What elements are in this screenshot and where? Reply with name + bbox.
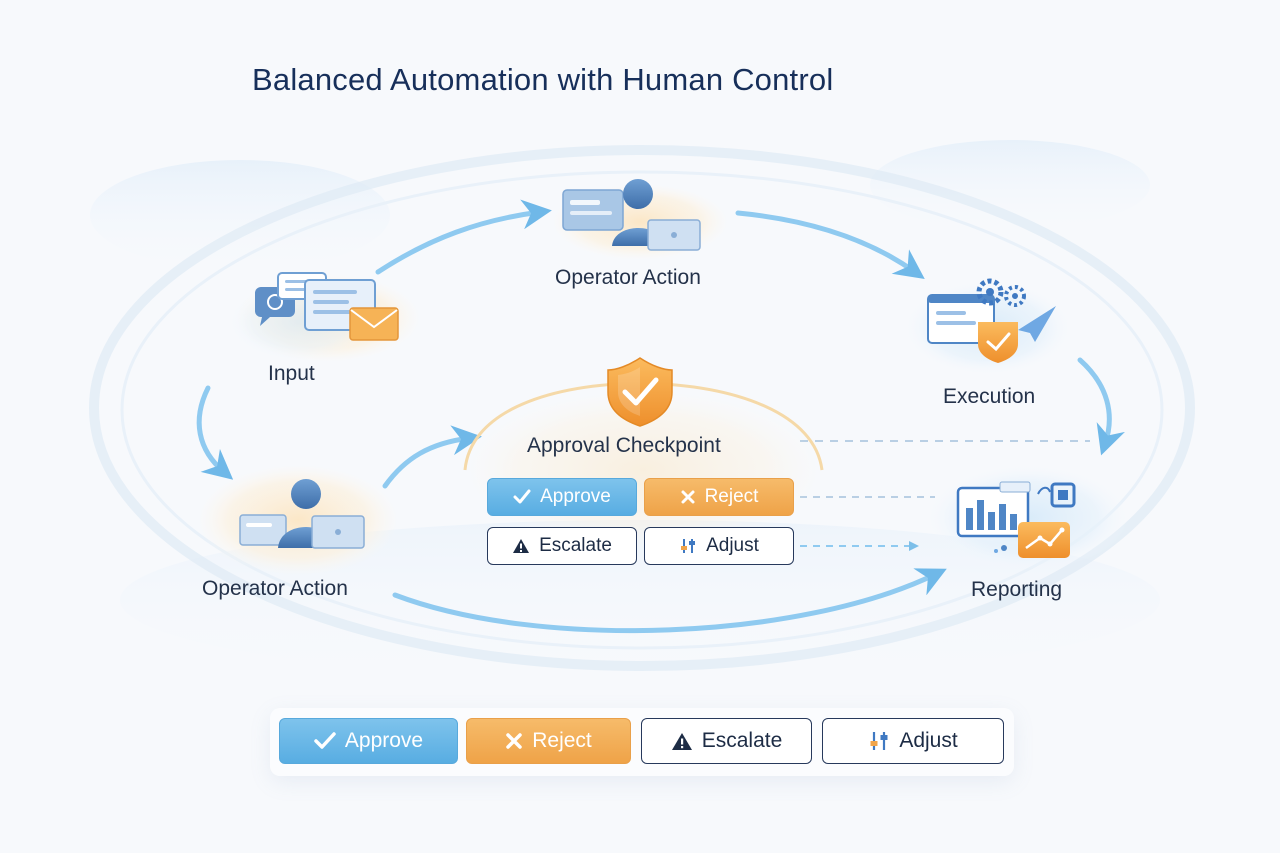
- escalate-label: Escalate: [701, 729, 783, 752]
- checkpoint-escalate-label: Escalate: [539, 535, 612, 556]
- reject-label: Reject: [532, 729, 592, 752]
- warning-icon: [512, 538, 530, 554]
- input-illustration: [230, 272, 420, 362]
- checkpoint-shield-icon: [607, 357, 673, 427]
- approve-label: Approve: [344, 729, 424, 752]
- execution-illustration: [906, 278, 1070, 374]
- x-icon: [680, 489, 696, 505]
- sliders-icon: [868, 730, 890, 752]
- checkpoint-approve-label: Approve: [540, 486, 611, 507]
- checkpoint-adjust-label: Adjust: [706, 535, 759, 556]
- checkpoint-reject-label: Reject: [704, 486, 759, 507]
- node-label-top-operator: Operator Action: [555, 266, 701, 289]
- diagram-title: Balanced Automation with Human Control: [252, 62, 834, 97]
- left-operator-illustration: [198, 465, 398, 575]
- checkpoint-approve-button[interactable]: Approve: [487, 478, 637, 516]
- adjust-button[interactable]: Adjust: [822, 718, 1004, 764]
- reject-button[interactable]: Reject: [466, 718, 631, 764]
- reporting-illustration: [928, 466, 1128, 570]
- node-label-execution: Execution: [943, 385, 1036, 408]
- adjust-label: Adjust: [899, 729, 958, 752]
- top-operator-illustration: [552, 179, 728, 260]
- sliders-icon: [679, 537, 697, 555]
- checkpoint-reject-button[interactable]: Reject: [644, 478, 794, 516]
- node-label-reporting: Reporting: [971, 578, 1063, 601]
- warning-icon: [671, 732, 693, 751]
- check-icon: [513, 489, 531, 505]
- node-label-left-operator: Operator Action: [202, 577, 348, 600]
- approve-button[interactable]: Approve: [279, 718, 458, 764]
- checkpoint-escalate-button[interactable]: Escalate: [487, 527, 637, 565]
- x-icon: [505, 732, 523, 750]
- node-label-approval-checkpoint: Approval Checkpoint: [527, 434, 721, 457]
- check-icon: [314, 732, 336, 750]
- checkpoint-adjust-button[interactable]: Adjust: [644, 527, 794, 565]
- node-label-input: Input: [268, 362, 315, 385]
- escalate-button[interactable]: Escalate: [641, 718, 812, 764]
